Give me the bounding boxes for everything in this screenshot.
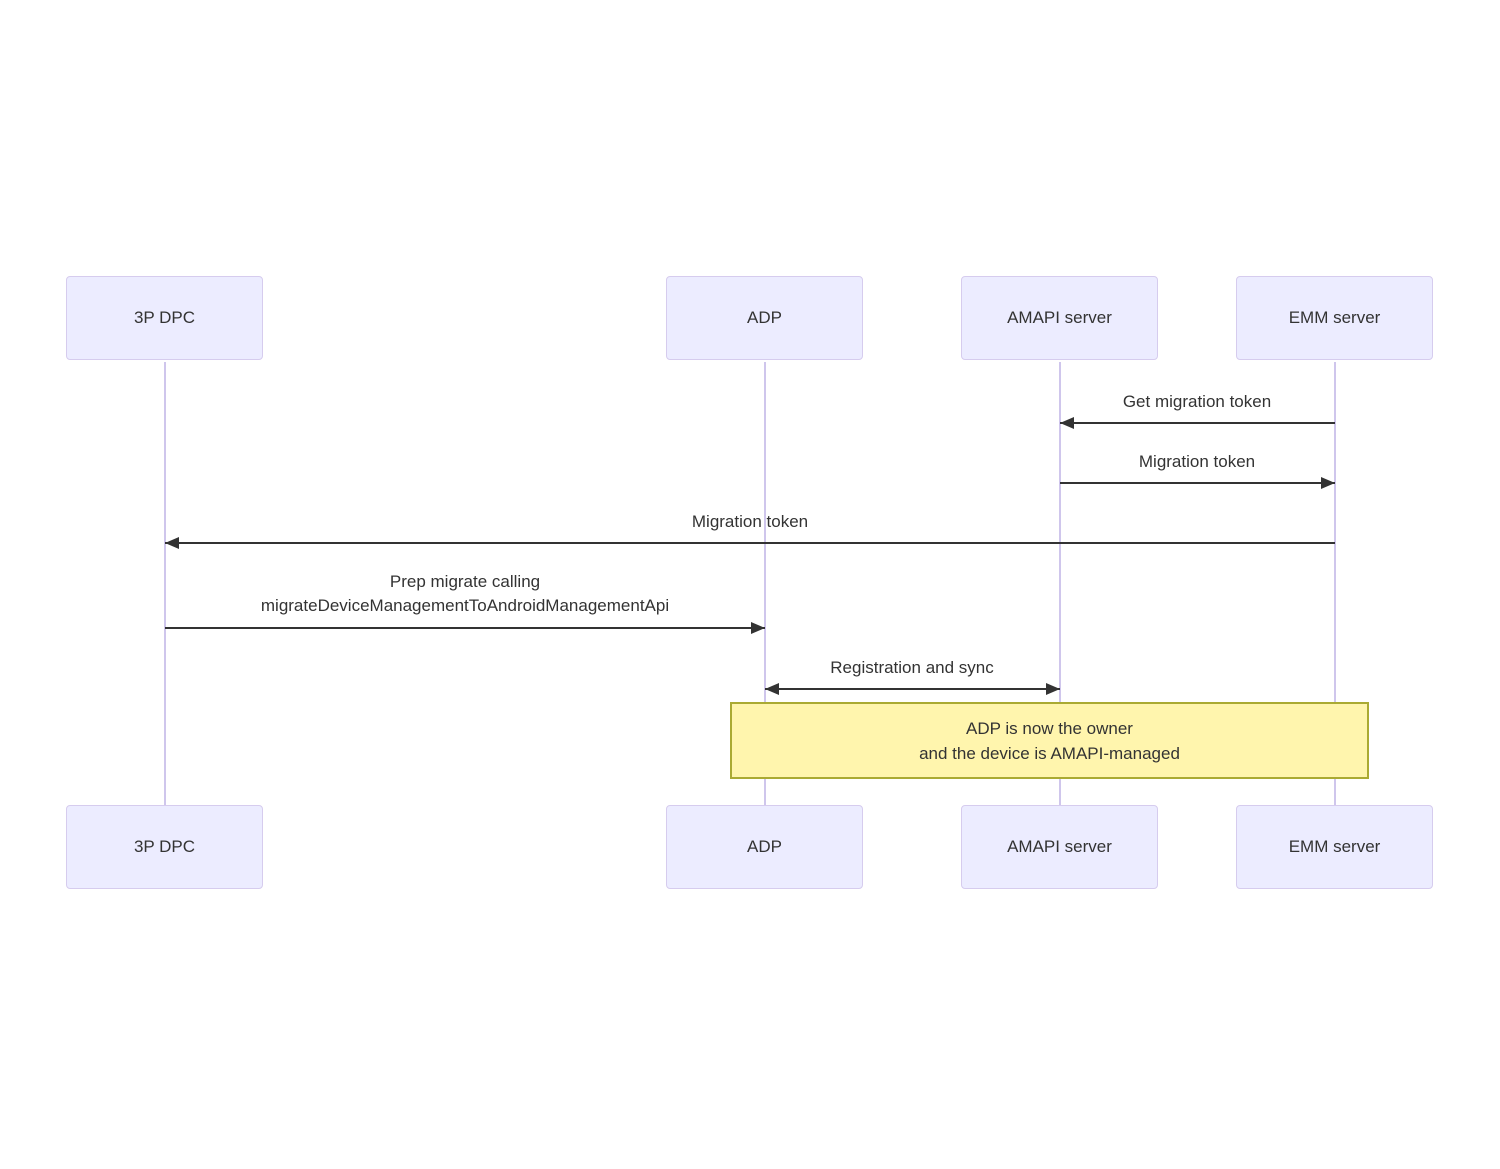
message-label-migration-token-1: Migration token <box>1138 452 1256 471</box>
actor-adp-top: ADP <box>666 276 863 360</box>
message-line <box>1060 422 1335 424</box>
lifeline-3p-dpc <box>164 362 166 805</box>
actor-emm-server-bottom: EMM server <box>1236 805 1433 889</box>
actor-emm-server-top: EMM server <box>1236 276 1433 360</box>
message-label-prep-migrate: Prep migrate calling migrateDeviceManage… <box>260 572 670 615</box>
actor-3p-dpc-bottom: 3P DPC <box>66 805 263 889</box>
actor-3p-dpc-top: 3P DPC <box>66 276 263 360</box>
actor-amapi-server-top: AMAPI server <box>961 276 1158 360</box>
arrowhead-left-icon <box>1060 417 1074 429</box>
message-label-registration-and-sync: Registration and sync <box>830 658 994 677</box>
arrowhead-right-icon <box>1046 683 1060 695</box>
arrowhead-left-icon <box>765 683 779 695</box>
lifeline-emm-server <box>1334 362 1336 805</box>
message-label-migration-token-2: Migration token <box>691 512 809 531</box>
arrowhead-right-icon <box>1321 477 1335 489</box>
arrowhead-right-icon <box>751 622 765 634</box>
message-label-get-migration-token: Get migration token <box>1122 392 1272 411</box>
lifeline-amapi-server <box>1059 362 1061 805</box>
message-line <box>1060 482 1335 484</box>
actor-adp-bottom: ADP <box>666 805 863 889</box>
actor-amapi-server-bottom: AMAPI server <box>961 805 1158 889</box>
arrowhead-left-icon <box>165 537 179 549</box>
note-adp-owner: ADP is now the owner and the device is A… <box>730 702 1369 779</box>
message-line <box>165 627 765 629</box>
lifeline-adp <box>764 362 766 805</box>
message-line <box>165 542 1335 544</box>
message-line <box>765 688 1060 690</box>
